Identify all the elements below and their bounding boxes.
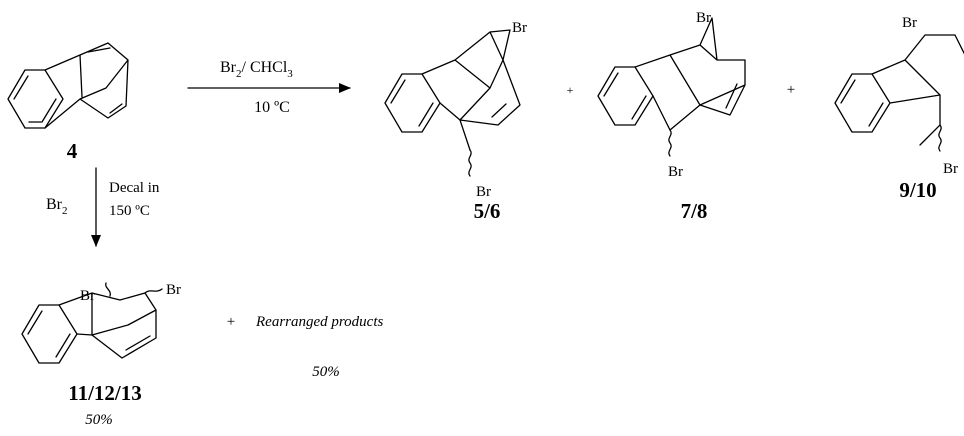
- compound-7-8-structure: [597, 17, 746, 157]
- p2-br-top: Br: [696, 10, 711, 26]
- reagent-1: Br2/ CHCl3: [220, 59, 293, 80]
- compound-9-10-structure: [834, 34, 964, 152]
- compound-4-structure: [7, 42, 129, 129]
- p4-yield: 50%: [85, 412, 113, 428]
- p1-br-top: Br: [512, 20, 527, 36]
- compound-7-8-label: 7/8: [681, 199, 708, 223]
- compound-9-10-label: 9/10: [899, 178, 936, 202]
- compound-5-6-structure: [384, 29, 521, 177]
- reagent-2: Br2: [46, 196, 68, 217]
- solvent-2: Decal in: [109, 180, 160, 196]
- p4-br-right: Br: [166, 282, 181, 298]
- compound-11-12-13-structure: [21, 282, 163, 364]
- compound-11-12-13-label: 11/12/13: [68, 381, 142, 405]
- p1-br-bottom: Br: [476, 184, 491, 200]
- p3-br-top: Br: [902, 15, 917, 31]
- rearranged-products: Rearranged products: [255, 314, 384, 330]
- rearranged-yield: 50%: [312, 364, 340, 380]
- p3-br-bottom: Br: [943, 161, 958, 177]
- compound-4-label: 4: [67, 139, 78, 163]
- plus-1: +: [567, 83, 574, 97]
- compound-5-6-label: 5/6: [474, 199, 501, 223]
- temperature-2: 150 ºC: [109, 203, 150, 219]
- p2-br-bottom: Br: [668, 164, 683, 180]
- p4-br-left: Br: [80, 288, 95, 304]
- temperature-1: 10 ºC: [254, 99, 290, 116]
- plus-3: +: [227, 314, 235, 330]
- plus-2: +: [787, 82, 795, 98]
